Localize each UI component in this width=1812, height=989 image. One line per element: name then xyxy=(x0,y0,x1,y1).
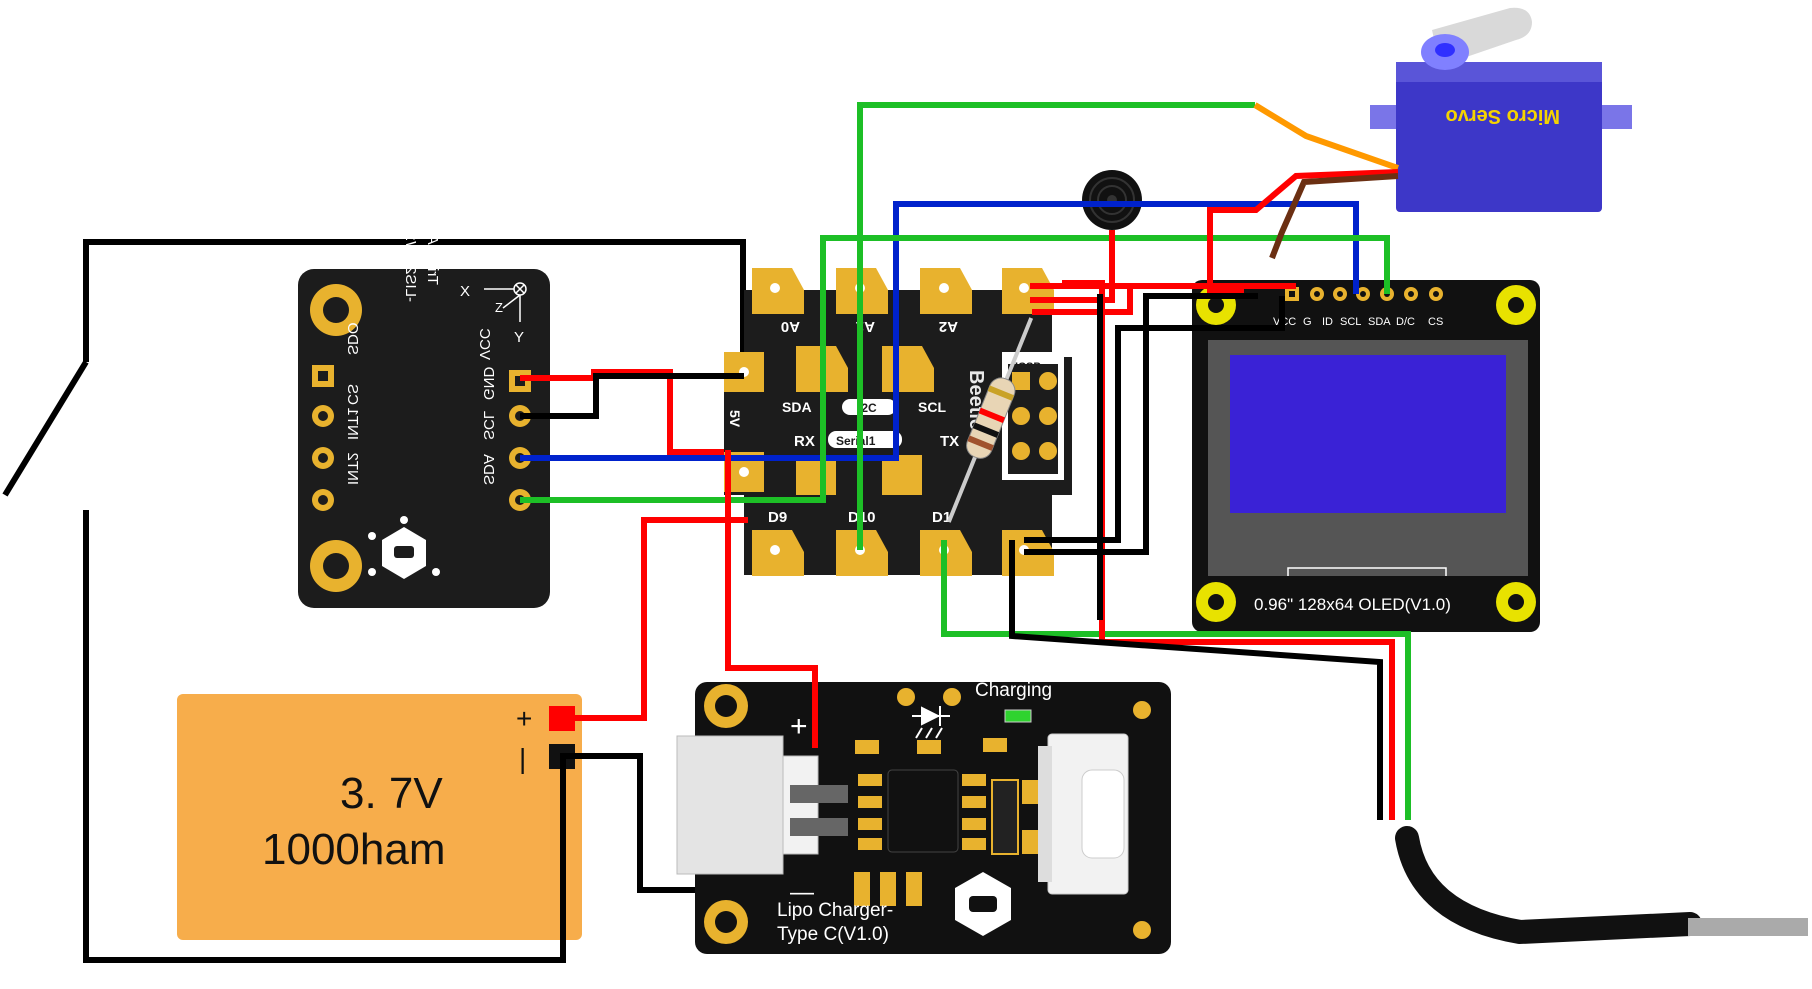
pin-label-scl: SCL xyxy=(918,399,946,415)
oled-label: 0.96" 128x64 OLED(V1.0) xyxy=(1254,595,1451,614)
charger-name-line2: Type C(V1.0) xyxy=(777,924,889,945)
buzzer-icon xyxy=(1082,170,1142,230)
oled-pin-id: ID xyxy=(1322,316,1333,328)
accel-pin-int2: INT2 xyxy=(344,452,361,485)
accel-pin-scl: SCL xyxy=(480,411,497,440)
serial-label: Serial1 xyxy=(836,434,876,448)
pin-label-tx: TX xyxy=(940,433,959,450)
lipo-charger-board: Charging + — Lipo Charger- Type C(V1.0) xyxy=(676,680,1171,954)
battery-plus-sign: + xyxy=(516,703,532,734)
accelerometer-board: VCC GND SCL SDA SDO CS INT1 INT2 Triple … xyxy=(298,116,550,608)
accel-axis-y: Y xyxy=(514,329,524,346)
pad-label-a0: A0 xyxy=(781,318,800,335)
accel-pin-int1: INT1 xyxy=(344,407,361,440)
accel-pin-vcc: VCC xyxy=(476,328,493,360)
charger-name-line1: Lipo Charger- xyxy=(777,900,893,921)
pad-label-5v: 5V xyxy=(727,410,743,428)
oled-pin-dc: D/C xyxy=(1396,316,1415,328)
oled-pin-g: G xyxy=(1303,316,1312,328)
temperature-probe xyxy=(1395,826,1808,945)
battery: + | 3. 7V 1000ham xyxy=(177,694,582,940)
dfrobot-logo-icon xyxy=(368,516,440,579)
accel-axis-x: X xyxy=(460,283,470,300)
accel-pin-gnd: GND xyxy=(480,367,497,401)
battery-voltage: 3. 7V xyxy=(340,769,443,818)
pad-label-d9: D9 xyxy=(768,509,787,526)
battery-plus-terminal xyxy=(549,706,575,731)
accel-title-line1: Triple Axis Accelerometer xyxy=(424,116,441,285)
charger-minus-label: — xyxy=(790,879,814,906)
axis-indicator-icon xyxy=(484,282,527,322)
switch-wire xyxy=(2,239,746,963)
pad-label-a2: A2 xyxy=(939,318,958,335)
accel-axis-z: Z xyxy=(495,300,503,315)
servo-label: Micro Servo xyxy=(1446,105,1560,127)
oled-pin-scl: SCL xyxy=(1340,316,1361,328)
accel-title-line2: -LIS2DW12 (V1.0) xyxy=(402,179,419,302)
wires xyxy=(520,102,1411,893)
battery-minus-sign: | xyxy=(519,743,526,774)
pin-label-sda: SDA xyxy=(782,399,812,415)
resistor-icon xyxy=(946,317,1034,523)
battery-capacity: 1000ham xyxy=(262,825,445,874)
pin-label-rx: RX xyxy=(794,433,815,450)
icsp-label: ICSP xyxy=(1015,361,1041,373)
pad-label-d1: D1 xyxy=(932,509,951,526)
led-indicator-icon xyxy=(912,706,950,739)
accel-pin-sdo: SDO xyxy=(344,322,361,355)
oled-pin-cs: CS xyxy=(1428,316,1443,328)
charging-label: Charging xyxy=(975,680,1052,701)
oled-pin-sda: SDA xyxy=(1368,316,1391,328)
accel-pin-sda: SDA xyxy=(480,454,497,485)
oled-display: VCC G ID SCL SDA D/C CS 0.96" 128x64 OLE… xyxy=(1192,280,1540,632)
accel-pin-cs: CS xyxy=(344,384,361,405)
charger-plus-label: + xyxy=(790,710,808,743)
dfrobot-logo-icon xyxy=(955,872,1011,936)
micro-servo: Micro Servo xyxy=(1370,7,1632,212)
oled-screen xyxy=(1230,355,1506,513)
